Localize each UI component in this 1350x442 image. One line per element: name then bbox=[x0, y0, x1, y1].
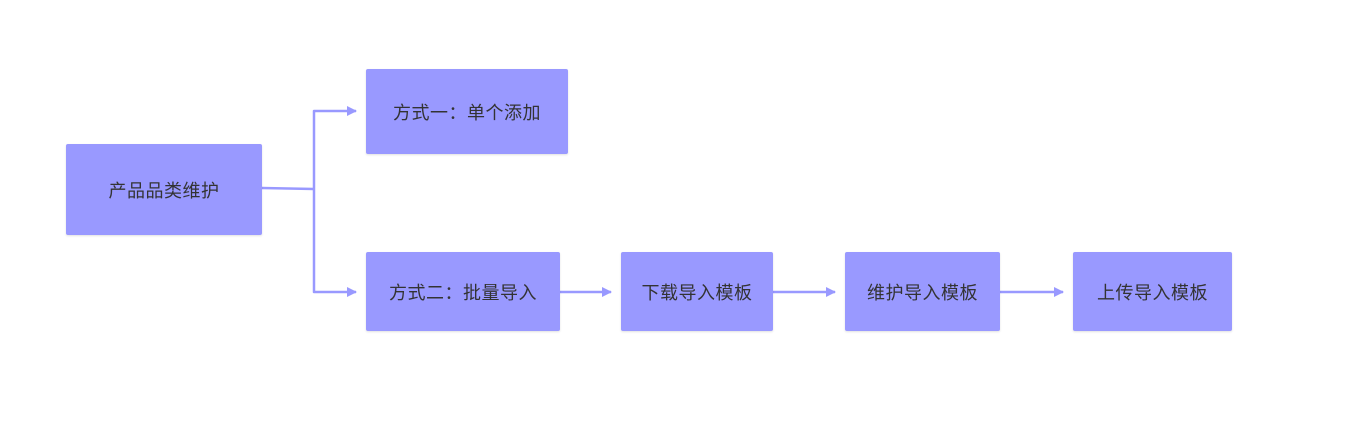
node-label: 上传导入模板 bbox=[1097, 282, 1208, 304]
node-method-batch-import[interactable]: 方式二：批量导入 bbox=[366, 252, 560, 331]
node-product-category-maintenance[interactable]: 产品品类维护 bbox=[66, 144, 262, 235]
connector-root-to-single bbox=[312, 106, 357, 189]
connector-root-to-batch bbox=[312, 189, 357, 297]
node-label: 产品品类维护 bbox=[108, 180, 220, 202]
node-label: 下载导入模板 bbox=[641, 282, 753, 304]
node-download-template[interactable]: 下载导入模板 bbox=[621, 252, 773, 331]
node-label: 方式一：单个添加 bbox=[393, 102, 541, 124]
connector-root-trunk bbox=[261, 186, 315, 191]
node-label: 维护导入模板 bbox=[867, 282, 978, 304]
node-method-single-add[interactable]: 方式一：单个添加 bbox=[366, 69, 568, 154]
node-label: 方式二：批量导入 bbox=[389, 282, 537, 304]
node-maintain-template[interactable]: 维护导入模板 bbox=[845, 252, 1000, 331]
node-upload-template[interactable]: 上传导入模板 bbox=[1073, 252, 1232, 331]
